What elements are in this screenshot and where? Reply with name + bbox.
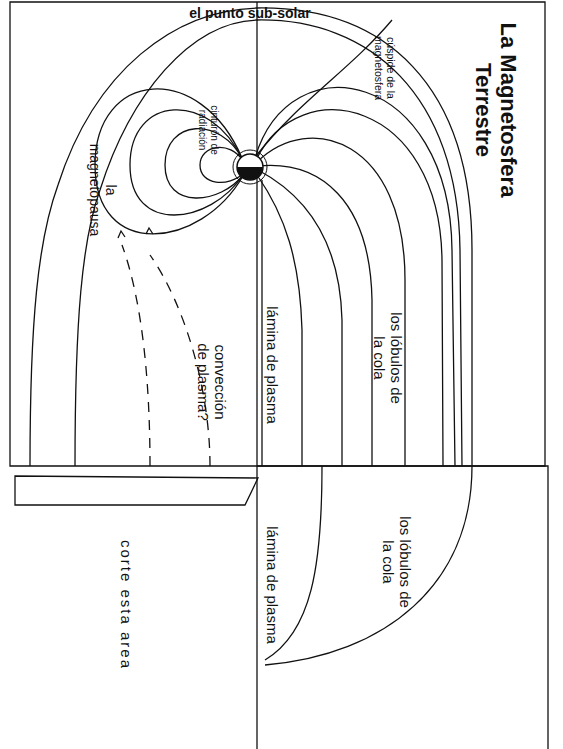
field-line <box>130 110 243 215</box>
upper-frame <box>10 2 545 466</box>
tail-lobes-label: los lóbulos de la cola <box>380 510 415 614</box>
field-line <box>255 88 455 466</box>
plasma-sheet-line <box>261 180 262 466</box>
convection-line <box>122 245 150 466</box>
tail-closure <box>265 466 472 665</box>
field-line <box>256 110 443 466</box>
belt-label: cinturón de radiación <box>197 94 220 166</box>
convection-arrow <box>146 228 153 234</box>
field-line <box>257 175 302 466</box>
glue-tab <box>15 476 258 505</box>
cut-instruction: corte esta area <box>117 530 134 680</box>
point-label: el punto sub-solar <box>160 5 340 21</box>
convection-arrow <box>118 231 125 238</box>
field-line <box>258 170 342 466</box>
earth-ring <box>233 150 267 184</box>
magnetopause-label: la magnetopausa <box>87 140 119 240</box>
plasma-sheet-label: lámina de plasma <box>263 295 280 435</box>
diagram-title: La Magnetosfera Terrestre <box>471 20 522 200</box>
field-line <box>258 165 372 466</box>
field-line <box>95 89 243 234</box>
cusp-line <box>256 20 392 156</box>
center-line <box>256 2 257 749</box>
cusp-label: cúspide de la magnetosfera <box>373 12 397 124</box>
earth-night-side <box>237 167 263 180</box>
tail-lobes-label: los lóbulos de la cola <box>371 306 406 410</box>
convection-label: convección de plasma? <box>195 336 230 428</box>
earth <box>237 154 263 180</box>
plasma-sheet-label: lámina de plasma <box>263 510 280 660</box>
magnetopause-inner <box>75 20 462 466</box>
field-line <box>257 138 405 466</box>
magnetopause <box>30 8 472 466</box>
lower-frame <box>257 466 548 749</box>
